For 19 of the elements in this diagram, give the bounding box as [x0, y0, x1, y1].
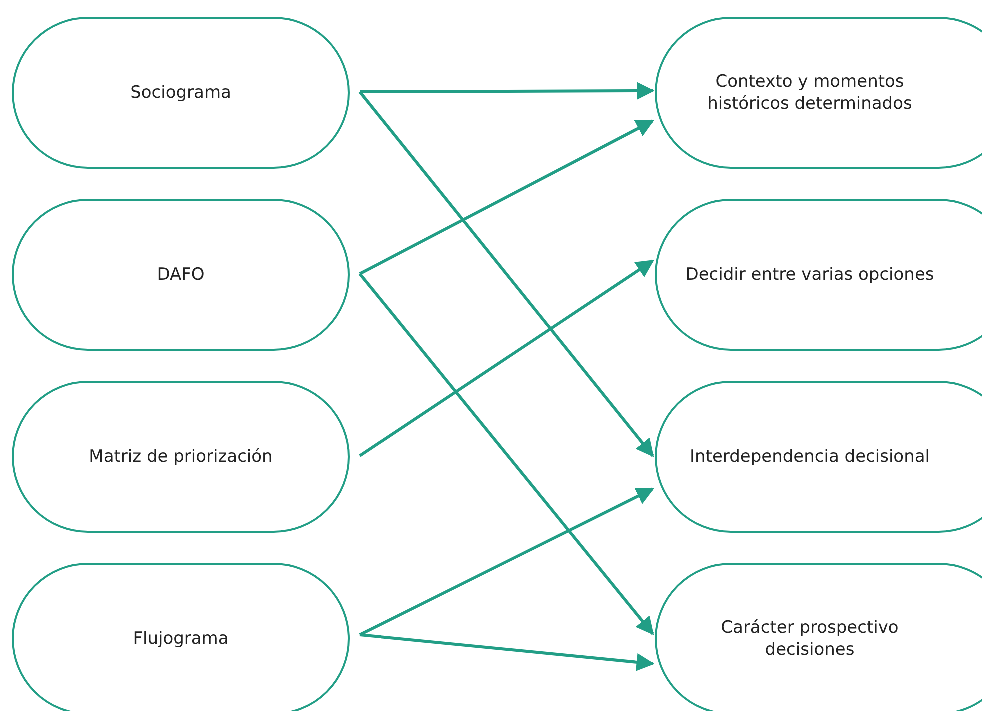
node-label: Carácter prospectivo decisiones [720, 616, 900, 662]
rounded-box [655, 381, 982, 533]
rounded-box [655, 563, 982, 711]
node-label: Interdependencia decisional [690, 446, 930, 468]
arrow [359, 260, 654, 458]
node-label: Decidir entre varias opciones [686, 264, 934, 286]
arrow [359, 488, 655, 636]
arrow [358, 273, 654, 636]
node-label: Matriz de priorización [89, 446, 273, 468]
node-label: DAFO [157, 264, 205, 286]
arrow [360, 82, 655, 100]
node-label: Contexto y momentos históricos determinados [706, 70, 914, 116]
arrow [358, 91, 654, 458]
node-label: Flujograma [133, 628, 229, 650]
rounded-box [655, 17, 982, 169]
rounded-box [655, 199, 982, 351]
arrow [360, 634, 655, 672]
node-label: Sociograma [130, 82, 232, 104]
arrow [359, 120, 655, 276]
